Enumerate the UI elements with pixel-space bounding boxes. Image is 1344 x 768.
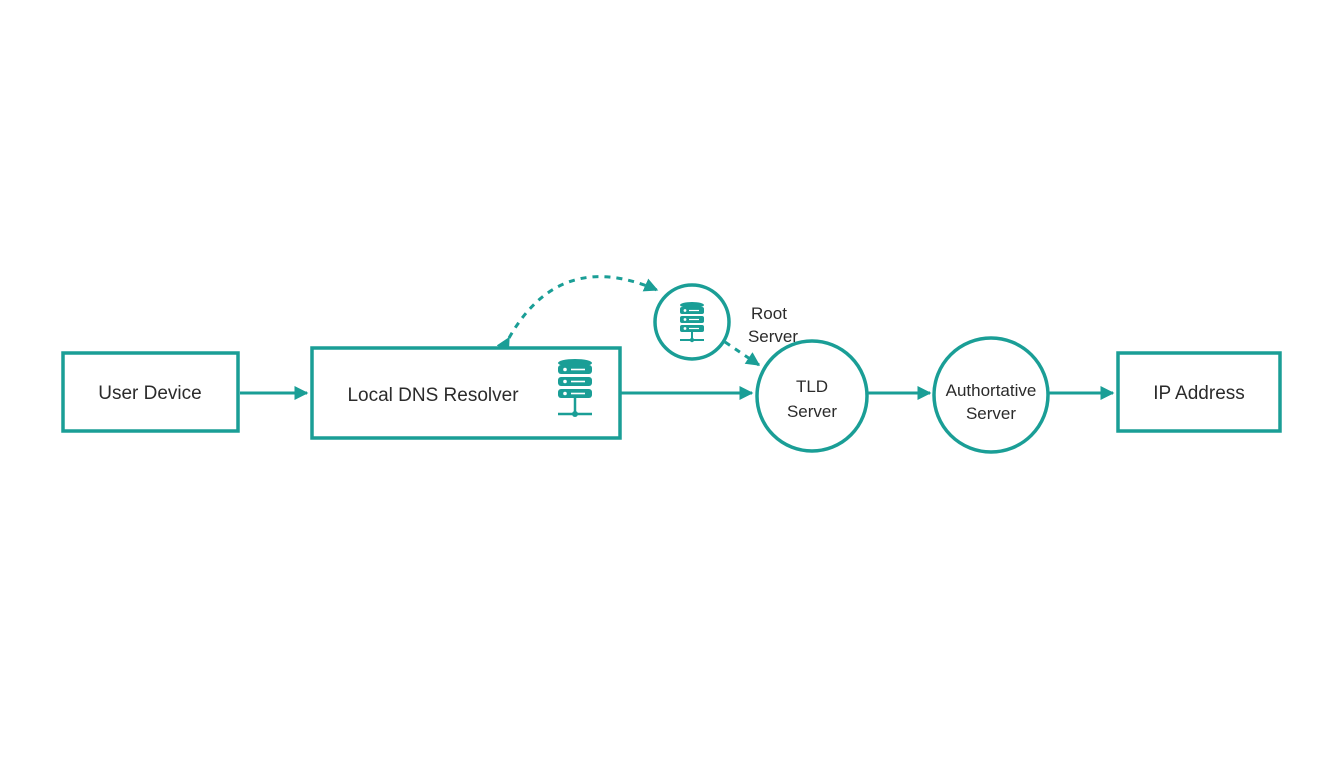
authoritative-server-circle (932, 336, 1050, 454)
node-authoritative-server: Authortative Server (932, 336, 1050, 454)
user-device-box (61, 351, 240, 433)
node-user-device: User Device (61, 351, 240, 433)
user-device-label: User Device (98, 383, 201, 404)
node-ip-address: IP Address (1116, 351, 1282, 433)
edge-resolver-root-dashed (496, 275, 659, 353)
tld-server-circle (755, 339, 869, 453)
database-server-icon (558, 359, 592, 417)
edges (240, 275, 1115, 400)
ip-address-label: IP Address (1153, 383, 1245, 404)
root-server-label-line2: Server (748, 327, 798, 346)
node-root-server: Root Server (653, 283, 798, 361)
tld-server-label-line2: Server (787, 402, 837, 421)
node-tld-server: TLD Server (755, 339, 869, 453)
authoritative-server-label-line1: Authortative (946, 381, 1037, 400)
authoritative-server-label-line2: Server (966, 404, 1016, 423)
ip-address-box (1116, 351, 1282, 433)
local-dns-resolver-label: Local DNS Resolver (347, 385, 519, 406)
database-server-icon (680, 302, 704, 343)
node-local-dns-resolver: Local DNS Resolver (310, 346, 622, 440)
tld-server-label-line1: TLD (796, 377, 828, 396)
root-server-label-line1: Root (751, 304, 787, 323)
